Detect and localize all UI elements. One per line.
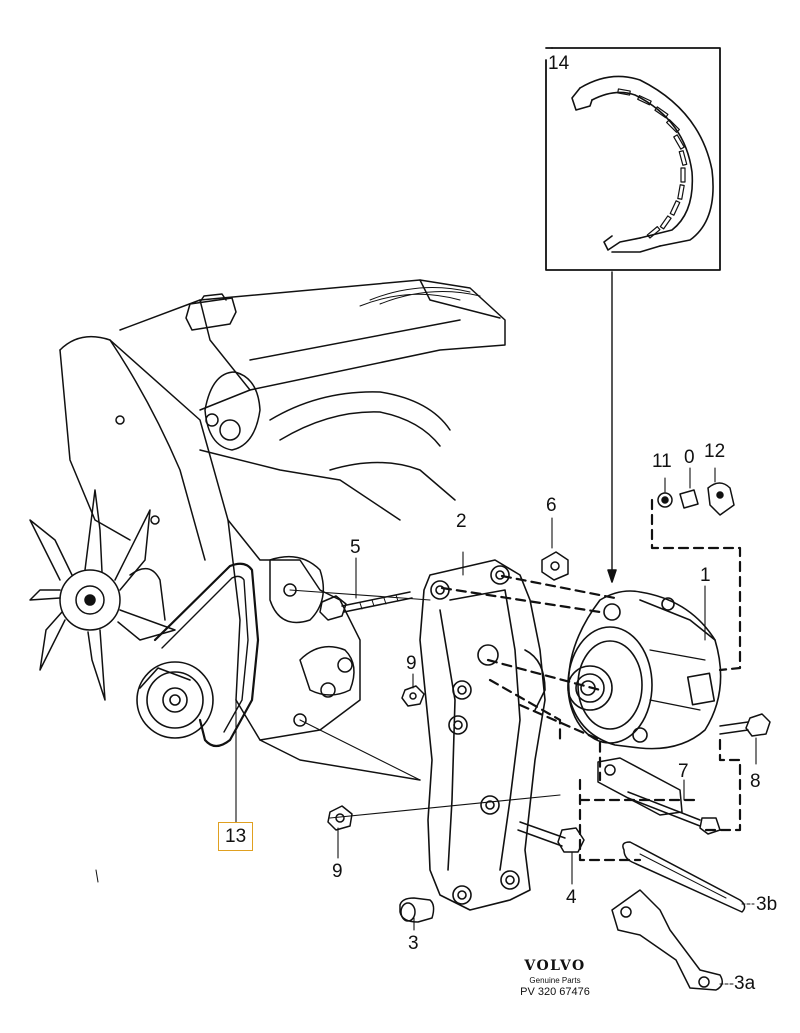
callout-9-upper[interactable]: 9 <box>406 653 417 674</box>
callout-14[interactable]: 14 <box>548 53 570 74</box>
callout-4[interactable]: 4 <box>566 887 577 908</box>
callout-2[interactable]: 2 <box>456 511 467 532</box>
callout-13[interactable]: 13 <box>218 822 254 851</box>
callout-11[interactable]: 11 <box>652 451 672 472</box>
callout-5[interactable]: 5 <box>350 537 361 558</box>
cooling-fan-drawing <box>29 489 176 701</box>
brand-block: VOLVO Genuine Parts PV 320 67476 <box>512 958 598 998</box>
alternator-drawing <box>567 590 722 750</box>
leader-lines <box>235 467 757 985</box>
pulley-and-belt-drawing <box>136 562 260 748</box>
small-parts-drawing <box>657 482 735 516</box>
drawing-code: PV 320 67476 <box>520 986 590 998</box>
callout-1[interactable]: 1 <box>700 565 711 586</box>
callout-7[interactable]: 7 <box>678 761 689 782</box>
brand-subtitle: Genuine Parts <box>529 976 581 985</box>
callout-12[interactable]: 12 <box>704 441 726 462</box>
mounting-bracket-drawing <box>419 559 546 911</box>
adjusting-brackets-drawing <box>597 757 746 991</box>
callout-3a[interactable]: 3a <box>734 973 756 994</box>
callout-8[interactable]: 8 <box>750 771 761 792</box>
callout-6[interactable]: 6 <box>546 495 557 516</box>
assembly-dashed-lines <box>440 498 742 862</box>
inset-box-heat-shield <box>545 47 721 271</box>
brand-logo: VOLVO <box>524 958 586 974</box>
fasteners-drawing <box>319 551 771 923</box>
callout-3[interactable]: 3 <box>408 933 419 954</box>
callout-9-lower[interactable]: 9 <box>332 861 343 882</box>
engine-block-drawing <box>59 279 506 781</box>
callout-3b[interactable]: 3b <box>756 894 778 915</box>
callout-10[interactable]: 0 <box>684 447 695 468</box>
